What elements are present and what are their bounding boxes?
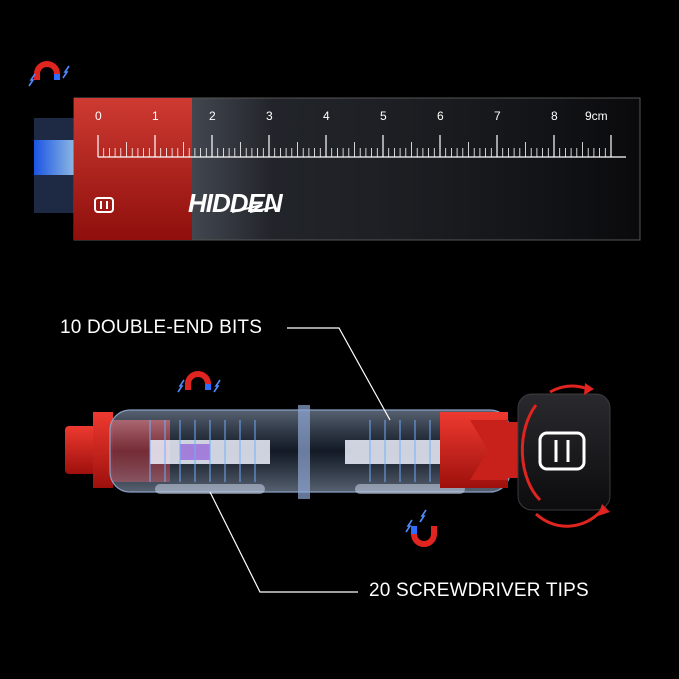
magnet-glow xyxy=(34,140,74,175)
callout-line-bits xyxy=(287,327,391,421)
ruler-tick-label: 5 xyxy=(380,109,387,123)
ruler-tick-label: 1 xyxy=(152,109,159,123)
screwdriver xyxy=(65,383,611,528)
callout-bits-label: 10 DOUBLE-END BITS xyxy=(60,317,263,338)
ruler-tick-label: 8 xyxy=(551,109,558,123)
red-slider xyxy=(74,98,192,240)
ruler-tick-label: 6 xyxy=(437,109,444,123)
ruler-tick-label: 9cm xyxy=(585,109,608,123)
callout-line-tips xyxy=(209,491,358,593)
rotation-arrow-icon xyxy=(520,383,610,528)
ruler-ticks: 0 1 2 3 4 5 6 7 8 9cm xyxy=(95,109,612,157)
callout-tips-label: 20 SCREWDRIVER TIPS xyxy=(369,580,589,601)
cap-logo-icon xyxy=(538,431,586,471)
ruler-tick-label: 7 xyxy=(494,109,501,123)
ruler-tick-label: 0 xyxy=(95,109,102,123)
ruler-case: HIDDEN 0 1 2 3 4 5 6 7 8 9cm xyxy=(34,97,641,241)
lightning-icon xyxy=(231,204,277,213)
ruler-tick-label: 2 xyxy=(209,109,216,123)
ruler-tick-label: 4 xyxy=(323,109,330,123)
magnet-icon xyxy=(405,509,437,547)
screwdriver-cap xyxy=(517,393,611,511)
logo-mark-icon xyxy=(94,197,114,213)
ruler-tick-label: 3 xyxy=(266,109,273,123)
magnet-icon xyxy=(28,61,70,87)
brand-logo: HIDDEN xyxy=(188,188,284,218)
screwdriver-tip-end xyxy=(65,426,97,474)
magnet-icon xyxy=(177,371,221,393)
